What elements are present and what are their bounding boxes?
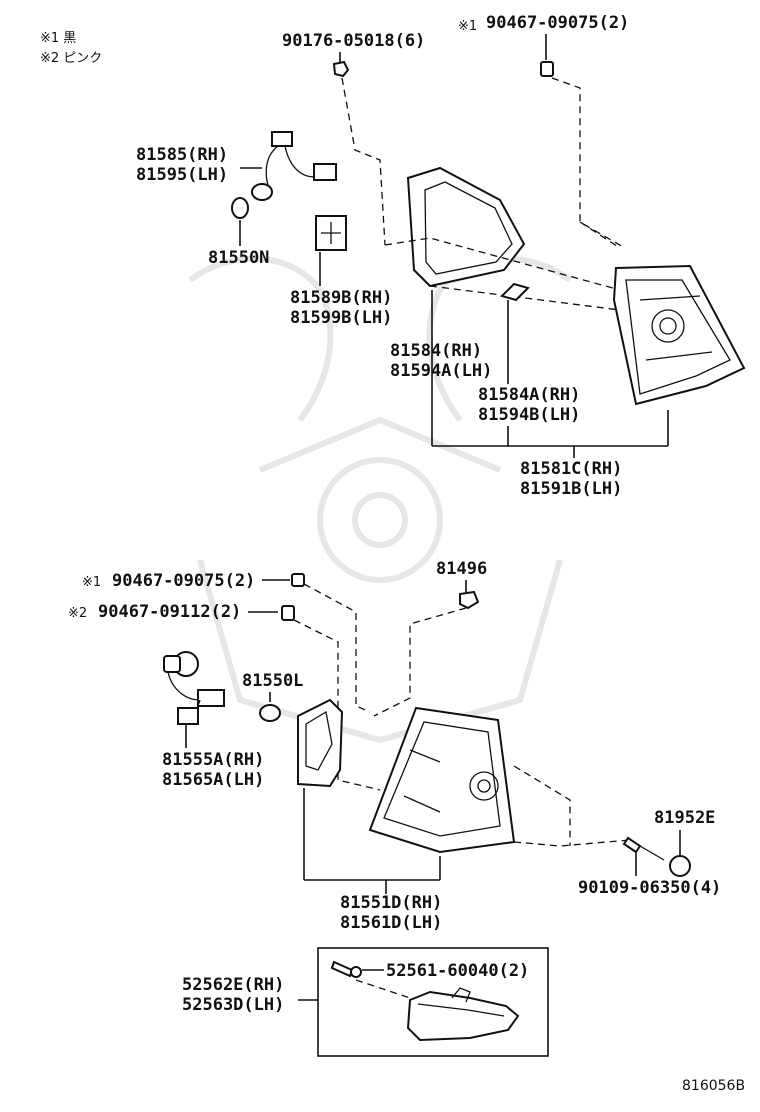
tail-lamp-top-icon	[612, 264, 746, 406]
label-81496: 81496	[436, 559, 487, 579]
tail-lamp-lower-icon	[368, 706, 516, 854]
clip-90467-pink-icon	[281, 605, 295, 621]
note-black: ※1 黒	[40, 31, 76, 46]
socket-wire-harness-icon	[251, 131, 337, 201]
label-81594a: 81594A(LH)	[390, 361, 492, 381]
bulb-81550l-icon	[259, 704, 281, 722]
clip-90467-top-icon	[540, 61, 554, 77]
socket-wire-lower-icon	[163, 651, 225, 725]
label-81591b: 81591B(LH)	[520, 479, 622, 499]
lamp-housing-lower-icon	[297, 698, 344, 788]
label-81594b: 81594B(LH)	[478, 405, 580, 425]
label-sticker-81589b-icon	[315, 215, 347, 251]
screw-52561-icon	[330, 960, 362, 978]
diagram-code: 816056B	[682, 1078, 745, 1094]
label-90467-top: 90467-09075(2)	[486, 13, 629, 33]
label-81584: 81584(RH)	[390, 341, 482, 361]
label-52562e: 52562E(RH)	[182, 975, 284, 995]
gasket-81584-icon	[406, 166, 526, 288]
label-90467-mid-mark: ※1	[82, 575, 101, 590]
label-81551d: 81551D(RH)	[340, 893, 442, 913]
label-52561: 52561-60040(2)	[386, 961, 529, 981]
note-pink: ※2 ピンク	[40, 51, 102, 66]
bracket-52562e-icon	[406, 987, 520, 1042]
label-90467-mid: 90467-09075(2)	[112, 571, 255, 591]
clip-90467-mid-icon	[291, 573, 305, 587]
label-81585: 81585(RH)	[136, 145, 228, 165]
label-52563d: 52563D(LH)	[182, 995, 284, 1015]
label-81584a: 81584A(RH)	[478, 385, 580, 405]
cap-81952e-icon	[669, 855, 691, 877]
label-81550l: 81550L	[242, 671, 303, 691]
grommet-81496-icon	[459, 590, 480, 610]
label-81561d: 81561D(LH)	[340, 913, 442, 933]
label-90109: 90109-06350(4)	[578, 878, 721, 898]
label-90467-pink: 90467-09112(2)	[98, 602, 241, 622]
label-81565a: 81565A(LH)	[162, 770, 264, 790]
bulb-81550n-icon	[231, 197, 249, 219]
watermark-logo	[188, 255, 572, 744]
label-81589b: 81589B(RH)	[290, 288, 392, 308]
nut-90176-icon	[332, 60, 350, 78]
label-81581c: 81581C(RH)	[520, 459, 622, 479]
pad-81584a-icon	[500, 282, 530, 302]
label-81555a: 81555A(RH)	[162, 750, 264, 770]
detail-box	[317, 947, 549, 1057]
label-81952e: 81952E	[654, 808, 715, 828]
label-90467-pink-mark: ※2	[68, 606, 87, 621]
label-81550n: 81550N	[208, 248, 269, 268]
label-90467-top-mark: ※1	[458, 19, 477, 34]
screw-90109-icon	[622, 836, 665, 861]
label-81595: 81595(LH)	[136, 165, 228, 185]
label-81599b: 81599B(LH)	[290, 308, 392, 328]
label-90176: 90176-05018(6)	[282, 31, 425, 51]
